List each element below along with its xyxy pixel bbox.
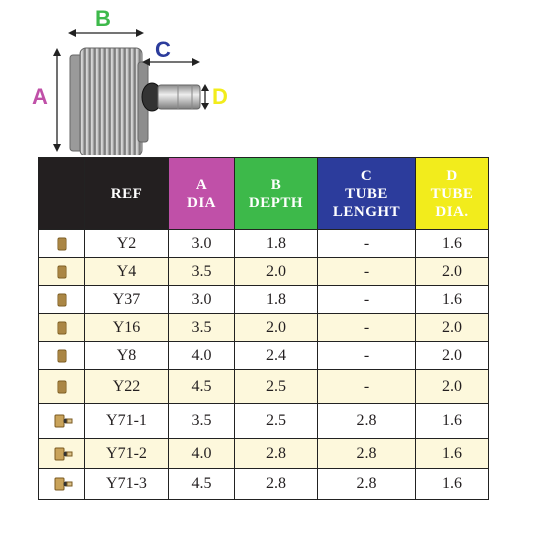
cell-c: - <box>317 229 416 258</box>
crown-icon <box>57 321 66 335</box>
dimension-a-arrow <box>53 48 61 152</box>
crown-tube-icon <box>54 477 72 491</box>
cell-ref: Y4 <box>84 257 169 286</box>
cell-a: 4.0 <box>168 341 235 370</box>
cell-b: 1.8 <box>234 229 318 258</box>
header-b-depth: B DEPTH <box>234 157 318 230</box>
cell-c: 2.8 <box>317 468 416 500</box>
row-thumbnail <box>38 313 85 342</box>
row-thumbnail <box>38 369 85 404</box>
crown-tube-icon <box>54 447 72 461</box>
crown-dimension-diagram: A B C D <box>32 6 228 155</box>
dimension-a-label: A <box>32 84 48 109</box>
cell-c: - <box>317 313 416 342</box>
row-thumbnail <box>38 341 85 370</box>
cell-c: - <box>317 257 416 286</box>
cell-a: 3.5 <box>168 313 235 342</box>
crown-icon <box>57 293 66 307</box>
cell-ref: Y22 <box>84 369 169 404</box>
cell-d: 2.0 <box>415 341 489 370</box>
cell-a: 4.0 <box>168 438 235 469</box>
dimension-c-label: C <box>155 37 171 62</box>
cell-ref: Y71-1 <box>84 403 169 439</box>
cell-c: - <box>317 341 416 370</box>
row-thumbnail <box>38 257 85 286</box>
cell-a: 3.0 <box>168 229 235 258</box>
cell-ref: Y16 <box>84 313 169 342</box>
cell-ref: Y2 <box>84 229 169 258</box>
row-thumbnail <box>38 403 85 439</box>
crown-spec-table: REF A DIA B DEPTH C TUBE LENGHT D TUBE D… <box>38 157 489 500</box>
row-thumbnail <box>38 229 85 258</box>
cell-d: 1.6 <box>415 285 489 314</box>
cell-d: 1.6 <box>415 403 489 439</box>
cell-b: 2.5 <box>234 369 318 404</box>
crown-icon <box>57 265 66 279</box>
row-thumbnail <box>38 285 85 314</box>
crown-icon <box>57 237 66 251</box>
cell-b: 2.8 <box>234 438 318 469</box>
cell-d: 1.6 <box>415 468 489 500</box>
table-header-row: REF A DIA B DEPTH C TUBE LENGHT D TUBE D… <box>38 157 489 230</box>
cell-d: 2.0 <box>415 313 489 342</box>
cell-b: 2.5 <box>234 403 318 439</box>
cell-c: 2.8 <box>317 438 416 469</box>
cell-d: 2.0 <box>415 369 489 404</box>
header-a-dia: A DIA <box>168 157 235 230</box>
cell-ref: Y71-3 <box>84 468 169 500</box>
cell-ref: Y8 <box>84 341 169 370</box>
row-thumbnail <box>38 468 85 500</box>
cell-b: 2.8 <box>234 468 318 500</box>
cell-b: 2.4 <box>234 341 318 370</box>
crown-icon <box>69 47 201 155</box>
cell-c: - <box>317 285 416 314</box>
cell-d: 1.6 <box>415 229 489 258</box>
dimension-c-arrow <box>142 58 200 66</box>
dimension-b-arrow <box>68 29 144 37</box>
row-thumbnail <box>38 438 85 469</box>
cell-c: 2.8 <box>317 403 416 439</box>
cell-b: 2.0 <box>234 313 318 342</box>
dimension-b-label: B <box>95 6 111 31</box>
header-thumb-cell <box>38 157 85 230</box>
header-ref: REF <box>84 157 169 230</box>
crown-icon <box>57 349 66 363</box>
cell-b: 1.8 <box>234 285 318 314</box>
cell-a: 3.5 <box>168 403 235 439</box>
header-d-tube-dia: D TUBE DIA. <box>415 157 489 230</box>
crown-icon <box>57 380 66 394</box>
cell-a: 4.5 <box>168 468 235 500</box>
dimension-d-arrow <box>201 84 209 110</box>
cell-d: 2.0 <box>415 257 489 286</box>
cell-d: 1.6 <box>415 438 489 469</box>
cell-b: 2.0 <box>234 257 318 286</box>
cell-a: 3.0 <box>168 285 235 314</box>
cell-ref: Y71-2 <box>84 438 169 469</box>
cell-a: 3.5 <box>168 257 235 286</box>
dimension-d-label: D <box>212 84 228 109</box>
crown-tube-icon <box>54 414 72 428</box>
cell-a: 4.5 <box>168 369 235 404</box>
cell-ref: Y37 <box>84 285 169 314</box>
header-c-tube-length: C TUBE LENGHT <box>317 157 416 230</box>
cell-c: - <box>317 369 416 404</box>
